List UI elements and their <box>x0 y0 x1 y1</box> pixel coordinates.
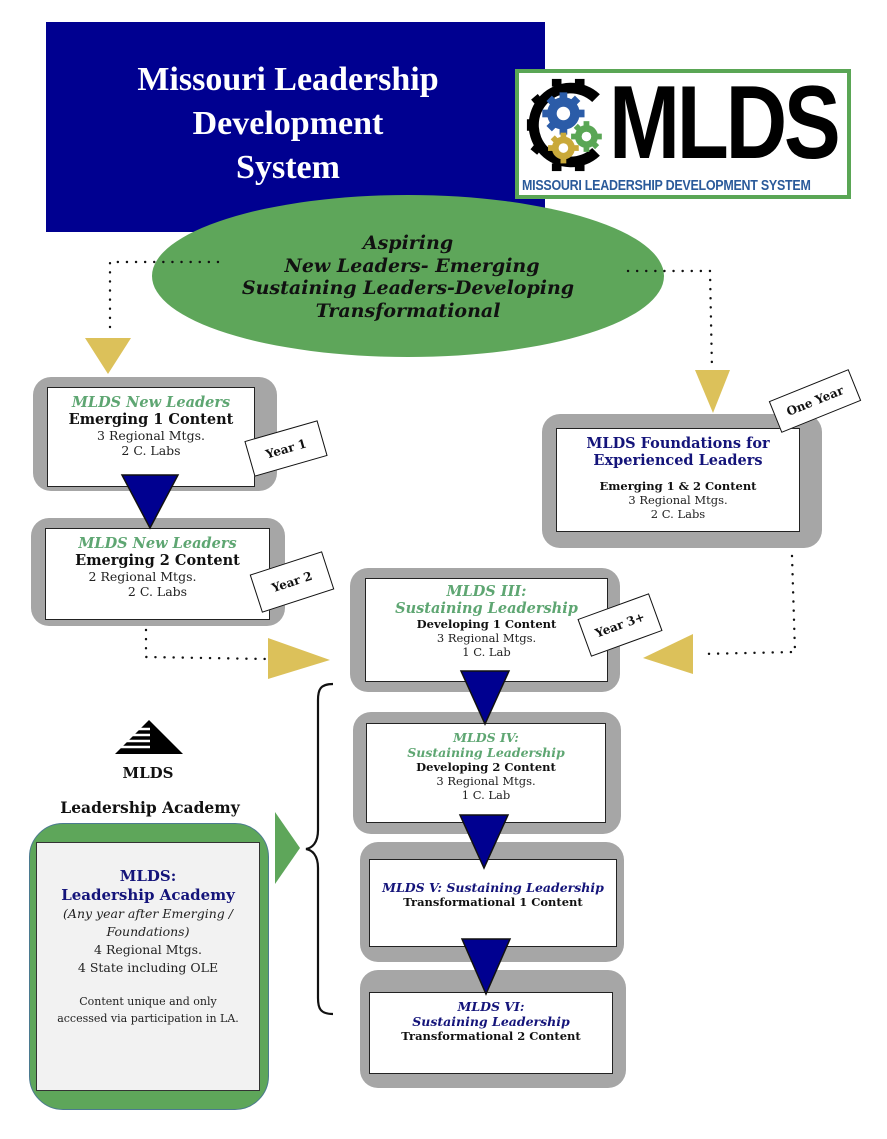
navy-arrow-down <box>460 938 512 996</box>
mlds-logo: MLDS MISSOURI LEADERSHIP DEVELOPMENT SYS… <box>515 65 851 199</box>
box-content: Transformational 2 Content <box>401 1029 581 1043</box>
box-footnote: Content unique and only <box>79 995 217 1008</box>
green-arrow-right <box>275 812 300 884</box>
box-title: Sustaining Leadership <box>412 1014 570 1029</box>
pyramid-logo-icon <box>113 720 183 754</box>
box-content: Emerging 1 Content <box>68 411 234 428</box>
box-title: MLDS: <box>119 867 177 885</box>
new-leaders-1-box: MLDS New Leaders Emerging 1 Content 3 Re… <box>47 387 255 487</box>
box-content: Developing 1 Content <box>416 617 557 631</box>
box-title: MLDS Foundations for <box>586 435 770 452</box>
box-title: MLDS III: <box>446 583 527 600</box>
box-detail: 4 State including OLE <box>77 960 219 975</box>
box-title: MLDS IV: <box>453 730 519 745</box>
box-detail: 1 C. Lab <box>461 788 511 802</box>
mlds-v-box: MLDS V: Sustaining Leadership Transforma… <box>369 859 617 947</box>
box-title: MLDS VI: <box>457 999 525 1014</box>
box-footnote: accessed via participation in LA. <box>57 1012 239 1025</box>
box-detail: 3 Regional Mtgs. <box>436 774 536 788</box>
gold-arrow-down-left <box>85 338 131 374</box>
stage-line: New Leaders- Emerging <box>284 254 540 277</box>
box-title: MLDS V: Sustaining Leadership <box>382 880 604 895</box>
foundations-box: MLDS Foundations for Experienced Leaders… <box>556 428 800 532</box>
page-title: Missouri Leadership Development System <box>46 58 530 190</box>
box-detail: 4 Regional Mtgs. <box>94 942 202 957</box>
logo-letters: MLDS <box>609 65 841 181</box>
box-detail: 2 Regional Mtgs. <box>88 569 197 584</box>
box-note: (Any year after Emerging / <box>63 906 233 921</box>
box-title: MLDS New Leaders <box>78 535 237 552</box>
gold-arrow-down-right <box>695 370 730 413</box>
title-line: System <box>236 149 340 186</box>
stage-line: Transformational <box>315 299 501 322</box>
academy-box: MLDS: Leadership Academy (Any year after… <box>36 842 260 1091</box>
navy-arrow-down <box>458 814 510 870</box>
new-leaders-2-box: MLDS New Leaders Emerging 2 Content 2 Re… <box>45 528 270 620</box>
box-content: Emerging 1 & 2 Content <box>599 479 757 493</box>
logo-subtitle: MISSOURI LEADERSHIP DEVELOPMENT SYSTEM <box>522 178 811 194</box>
box-title: Experienced Leaders <box>593 452 763 469</box>
box-detail: 3 Regional Mtgs. <box>628 493 728 507</box>
box-detail: 2 C. Labs <box>127 584 188 599</box>
box-content: Transformational 1 Content <box>403 895 583 909</box>
mlds-iv-box: MLDS IV: Sustaining Leadership Developin… <box>366 723 606 823</box>
box-title: Sustaining Leadership <box>395 600 578 617</box>
gold-arrow-right <box>268 638 330 679</box>
title-line: Development <box>192 105 384 142</box>
mlds-vi-box: MLDS VI: Sustaining Leadership Transform… <box>369 992 613 1074</box>
curly-brace <box>305 682 334 1016</box>
navy-arrow-down <box>120 474 180 530</box>
stage-line: Aspiring <box>362 232 454 254</box>
title-line: Missouri Leadership <box>137 61 439 98</box>
academy-label: Leadership Academy <box>60 798 240 817</box>
navy-arrow-down <box>459 670 511 726</box>
box-detail: 2 C. Labs <box>650 507 706 521</box>
box-note: Foundations) <box>106 924 190 939</box>
box-content: Emerging 2 Content <box>75 552 240 569</box>
gears-icon <box>526 78 602 172</box>
box-detail: 2 C. Labs <box>121 443 181 458</box>
dotted-connector-foundations-to-iii <box>698 554 797 656</box>
box-title: Sustaining Leadership <box>407 745 565 760</box>
box-content: Developing 2 Content <box>416 760 556 774</box>
mlds-iii-box: MLDS III: Sustaining Leadership Developi… <box>365 578 608 682</box>
box-detail: 3 Regional Mtgs. <box>436 631 537 645</box>
stages-text: Aspiring New Leaders- Emerging Sustainin… <box>152 232 664 322</box>
box-title: Leadership Academy <box>61 886 235 904</box>
dotted-connector-newleaders-to-iii <box>144 628 268 661</box>
gold-arrow-left <box>643 634 693 674</box>
stages-ellipse <box>152 195 664 357</box>
academy-logo-text: MLDS <box>122 764 174 782</box>
box-detail: 3 Regional Mtgs. <box>97 428 205 443</box>
box-title: MLDS New Leaders <box>71 394 231 411</box>
box-detail: 1 C. Lab <box>462 645 511 659</box>
stage-line: Sustaining Leaders-Developing <box>241 277 575 299</box>
